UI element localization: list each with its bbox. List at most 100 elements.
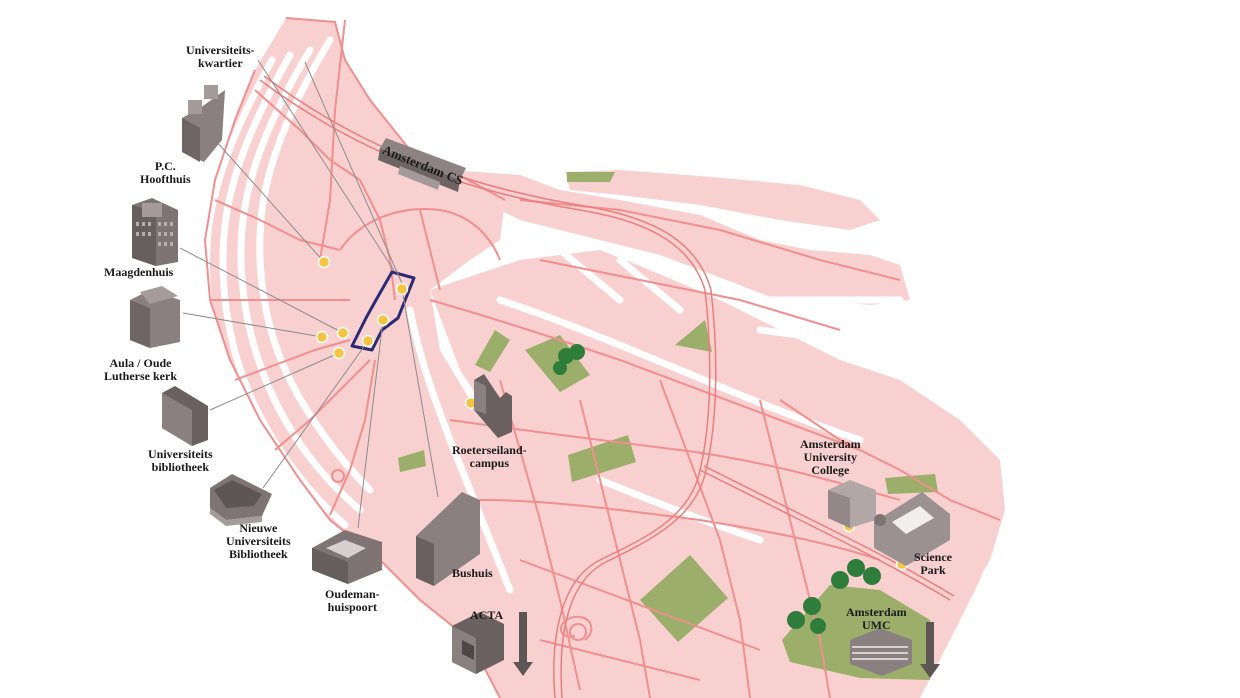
label-aula-line-2: Lutherse kerk xyxy=(104,369,177,383)
label-science-park[interactable]: Science Park xyxy=(914,551,952,577)
park-oosterpark xyxy=(640,555,728,642)
nieuwe-ub-building xyxy=(210,474,272,526)
leader-pc-hoofthuis xyxy=(214,139,325,263)
street-south-4 xyxy=(759,399,831,698)
label-amsterdam-umc[interactable]: Amsterdam UMC xyxy=(846,606,907,632)
street-radial-2 xyxy=(254,89,361,181)
ub-building xyxy=(162,386,208,446)
street-to-science xyxy=(779,399,1001,521)
label-nieuwe-ub-line-1: Nieuwe xyxy=(239,521,278,535)
label-auc-line-1: Amsterdam xyxy=(800,437,861,451)
label-pc-hoofthuis-line-2: Hoofthuis xyxy=(140,172,191,186)
park-dock xyxy=(567,172,615,182)
label-nieuwe-ub[interactable]: Nieuwe Universiteits Bibliotheek xyxy=(226,522,291,561)
marker-nieuwe-ub[interactable] xyxy=(361,334,375,348)
marker-ub[interactable] xyxy=(332,346,346,360)
label-science-park-line-2: Park xyxy=(920,563,946,577)
canal-dock-4 xyxy=(756,326,914,354)
label-auc-line-2: University xyxy=(803,450,857,464)
park-east-1 xyxy=(675,320,712,352)
label-ub[interactable]: Universiteits bibliotheek xyxy=(148,448,213,474)
marker-universiteitskwartier[interactable] xyxy=(395,282,409,296)
street-centre-ring xyxy=(339,208,501,261)
ij-dock-north xyxy=(565,170,880,230)
label-roeterseiland-line-2: campus xyxy=(469,456,509,470)
rail-4 xyxy=(703,465,955,597)
label-oudemanhuispoort[interactable]: Oudeman- huispoort xyxy=(325,588,380,614)
leader-bushuis xyxy=(401,288,439,498)
canal-ij-east-2 xyxy=(496,296,864,444)
label-maagdenhuis-line-1: Maagdenhuis xyxy=(104,265,174,279)
label-roeterseiland-line-1: Roeterseiland- xyxy=(452,443,527,457)
roeterseiland-building xyxy=(474,374,512,438)
universiteitskwartier-outline xyxy=(350,270,416,352)
label-auc[interactable]: Amsterdam University College xyxy=(800,438,861,477)
leader-cs xyxy=(304,61,405,289)
leader-aula xyxy=(182,312,323,338)
park-roeter xyxy=(568,435,636,482)
canal-prinsengracht xyxy=(203,56,339,544)
label-auc-line-3: College xyxy=(811,463,850,477)
marker-pc-hoofthuis[interactable] xyxy=(317,255,331,269)
label-amsterdam-umc-line-2: UMC xyxy=(861,618,891,632)
acta-building xyxy=(452,612,504,674)
street-radial-3 xyxy=(214,199,341,251)
marker-aula[interactable] xyxy=(315,330,329,344)
canal-dock-1 xyxy=(556,246,624,304)
buildings xyxy=(130,85,950,676)
street-east-main-3 xyxy=(479,499,881,561)
pc-hoofthuis-building xyxy=(182,85,225,162)
street-east-main-1 xyxy=(429,299,861,451)
label-bushuis[interactable]: Bushuis xyxy=(452,567,493,580)
label-acta-line-1: ACTA xyxy=(470,608,504,622)
street-ring xyxy=(560,615,593,641)
canal-dock-2 xyxy=(616,256,684,314)
street-east-main-2 xyxy=(449,419,901,501)
street-radial-7 xyxy=(329,359,376,516)
city-centre-land xyxy=(205,18,610,698)
park-small-1 xyxy=(398,450,426,472)
label-science-park-line-1: Science xyxy=(914,550,952,564)
science-park-building xyxy=(874,492,950,566)
label-aula-line-1: Aula / Oude xyxy=(109,356,172,370)
street-cross-1 xyxy=(519,559,761,651)
canal-ij-east xyxy=(516,226,884,354)
park-science xyxy=(885,474,938,494)
street-south-3 xyxy=(659,379,751,698)
street-docks-2 xyxy=(539,259,841,331)
leader-ub xyxy=(209,352,340,411)
umc-building xyxy=(850,628,912,676)
maagdenhuis-building xyxy=(132,198,178,266)
label-amsterdam-umc-line-1: Amsterdam xyxy=(846,605,907,619)
label-bushuis-line-1: Bushuis xyxy=(452,566,493,580)
street-south-1 xyxy=(499,379,581,691)
street-center-2 xyxy=(419,209,441,291)
canal-herengracht xyxy=(237,46,364,514)
leader-lines xyxy=(179,59,439,529)
leader-oudemanhuispoort xyxy=(357,319,384,529)
street-cross-2 xyxy=(539,639,701,681)
label-nieuwe-ub-line-3: Bibliotheek xyxy=(228,547,288,561)
label-oudemanhuispoort-line-2: huispoort xyxy=(327,600,378,614)
canal-singel xyxy=(256,36,374,494)
label-pc-hoofthuis-line-1: P.C. xyxy=(154,159,176,173)
label-pc-hoofthuis[interactable]: P.C. Hoofthuis xyxy=(140,160,191,186)
label-universiteitskwartier[interactable]: Universiteits- kwartier xyxy=(186,44,255,70)
label-aula[interactable]: Aula / Oude Lutherse kerk xyxy=(104,357,177,383)
label-acta[interactable]: ACTA xyxy=(470,609,503,622)
leader-maagdenhuis xyxy=(179,247,344,334)
street-south-2 xyxy=(579,399,651,698)
label-ub-line-1: Universiteits xyxy=(148,447,213,461)
label-roeterseiland[interactable]: Roeterseiland- campus xyxy=(452,444,527,470)
leader-nieuwe-ub xyxy=(262,340,369,489)
park-wertheim xyxy=(475,330,510,372)
aula-building xyxy=(130,286,180,348)
marker-maagdenhuis[interactable] xyxy=(336,326,350,340)
label-oudemanhuispoort-line-1: Oudeman- xyxy=(325,587,380,601)
roundabout-west xyxy=(331,469,345,483)
street-radial-5 xyxy=(234,339,351,381)
label-maagdenhuis[interactable]: Maagdenhuis xyxy=(104,266,173,279)
marker-oudemanhuispoort[interactable] xyxy=(376,313,390,327)
amsterdam-cs-building xyxy=(378,138,466,192)
roundabout xyxy=(569,623,587,641)
